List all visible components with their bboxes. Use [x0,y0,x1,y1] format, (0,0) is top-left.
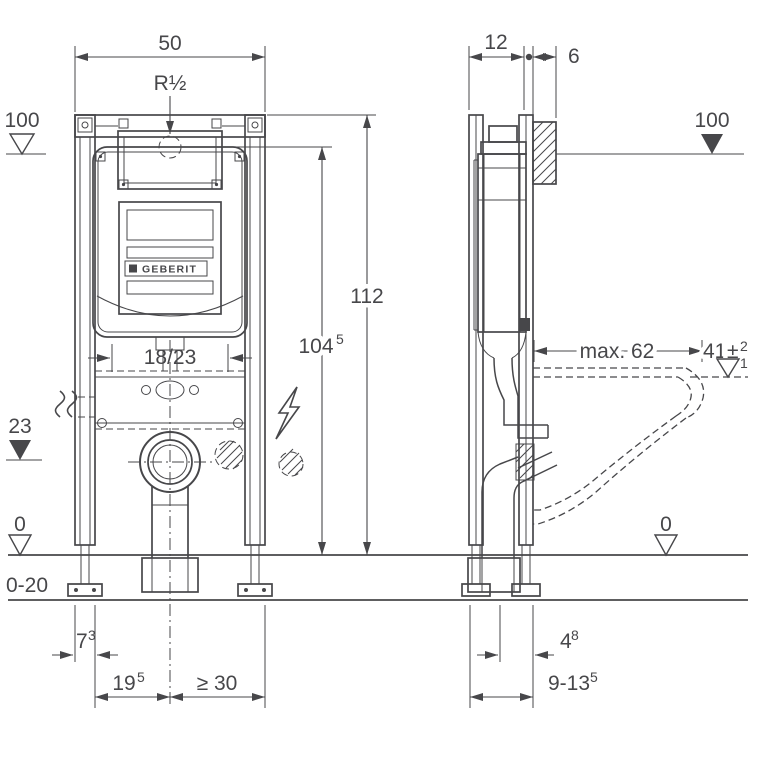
lightning-icon [275,386,301,440]
level-marker-filled-icon [701,134,723,154]
offset-19-label: 19 [112,672,135,695]
dim-offset-19: 19 5 [95,669,170,701]
offset-19-sup: 5 [137,669,145,685]
brand-logo-text: GEBERIT [142,264,197,276]
drill-marker-icon [278,448,304,477]
mounting-frame [67,114,273,597]
level-100-left: 100 [4,109,46,156]
offset-7-sup: 3 [88,627,96,643]
foot-plates [67,583,273,597]
mounting-slot [155,380,185,400]
level-0-left: 0 [7,513,33,557]
dim-clearance-30: ≥ 30 [170,605,266,708]
side-view [461,114,748,597]
foot-plates [461,583,541,597]
hatching [515,443,535,479]
floor-range-label: 0-20 [6,574,48,597]
water-connection-label: R½ [154,72,187,95]
depth-12-label: 12 [484,31,507,54]
outlet-box [467,557,521,593]
hatching [532,121,557,185]
cistern [92,118,248,371]
fixing-point [97,418,107,428]
support-band [95,370,245,430]
bowl-height-tol-minus: 1 [740,355,748,371]
dim-max-62: max. 62 [533,336,703,368]
front-view: GEBERIT [54,114,304,708]
fixing-point [141,385,151,395]
level-marker-hollow-icon [8,133,36,156]
dim-height-112: 112 [267,114,388,555]
level-0-right: 0 [653,513,679,557]
dim-depth-12: 12 [468,31,533,110]
corner-bracket [77,117,263,133]
cistern-side [473,125,530,359]
clearance-min-label: ≥ 30 [197,672,238,695]
height-104-sup: 5 [336,331,344,347]
dim-bowl-height-41: 41 ± 2 1 [699,336,748,379]
brand-logo-icon [129,264,137,273]
level-100-right: 100 [556,109,744,155]
wall-mounting-rail [532,121,557,185]
outlet-4-label: 4 [560,630,572,653]
pipe-clamp [519,318,530,331]
max-depth-label: max. 62 [580,340,655,363]
water-connection-callout: R½ [154,72,187,134]
screw-icon [81,121,89,129]
level-marker-hollow-icon [715,358,741,379]
drill-marker-icon [214,440,244,470]
level-marker-hollow-icon [7,534,33,557]
dim-outlet-4: 4 8 [477,605,579,708]
dim-width-top-label: 50 [158,32,181,55]
level-23: 23 [6,415,42,461]
level-marker-filled-icon [9,440,31,460]
fixing-tabs [95,118,245,190]
dim-actuator: 18/23 [88,344,252,372]
drain-elbow [467,443,558,593]
water-supply-connection-icon [158,135,182,159]
level-100-left-label: 100 [4,109,39,132]
outlet-range-sup: 5 [590,669,598,685]
height-104-label: 104 [298,335,333,358]
moisture-squiggle-icon [54,390,95,418]
offset-7-label: 7 [76,630,88,653]
outlet-range-label: 9-13 [548,672,590,695]
floor-lines [8,554,748,601]
level-0-left-label: 0 [14,513,26,536]
level-marker-hollow-icon [653,534,679,557]
reference-dot-icon [525,53,533,61]
wc-bowl-outline [533,367,748,525]
level-23-label: 23 [8,415,31,438]
bowl-height-tol-plus: 2 [740,338,748,354]
geberit-logo: GEBERIT [124,260,208,277]
dim-outlet-range: 9-13 5 [469,605,598,708]
fixing-point [189,385,199,395]
level-0-right-label: 0 [660,513,672,536]
dim-width-top: 50 [74,32,266,112]
inspection-shaft [117,130,223,190]
dim-rail-6: 6 [532,45,580,118]
level-100-right-label: 100 [694,109,729,132]
adjustable-legs [80,545,260,584]
rail-6-label: 6 [568,45,580,68]
fixing-point [233,418,243,428]
height-112-label: 112 [350,285,383,308]
flush-plate: GEBERIT [118,201,222,315]
screw-icon [251,121,259,129]
actuator-width-label: 18/23 [144,346,197,369]
dim-offset-7: 7 3 [52,605,118,708]
outlet-4-sup: 8 [571,627,579,643]
flush-pipe [493,357,549,439]
adjustable-legs [471,545,531,584]
dimensions: 50 R½ 100 112 104 5 18/23 [4,31,748,708]
dim-height-104: 104 5 [183,146,349,555]
